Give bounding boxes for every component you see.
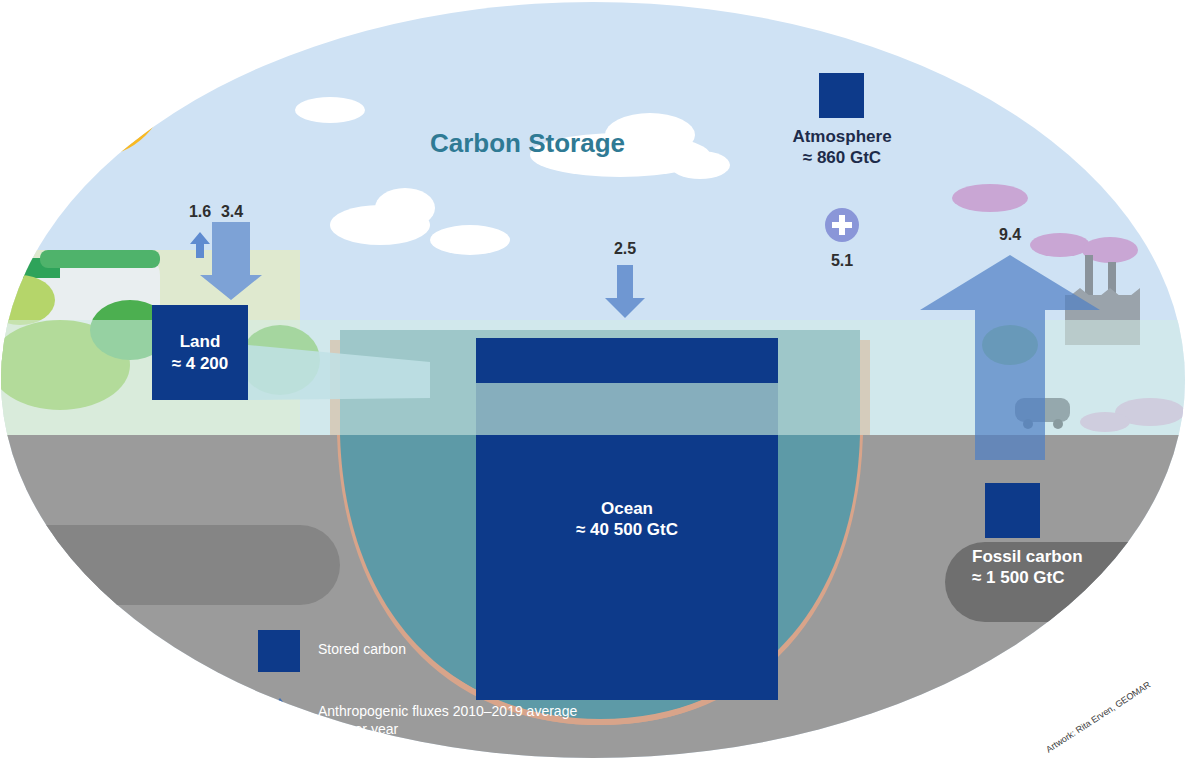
legend-arrow-sample (268, 698, 292, 740)
illustration-part (55, 45, 135, 125)
stored-carbon-square (819, 73, 864, 118)
flux-arrow (200, 222, 262, 300)
illustration-part (825, 208, 859, 242)
rock-layer (945, 542, 1186, 622)
illustration-part (375, 188, 435, 228)
illustration-part (40, 250, 160, 268)
illustration-part (0, 275, 55, 325)
ocean-store: Ocean ≈ 40 500 GtC (476, 338, 778, 700)
fossil-store: Fossil carbon ≈ 1 500 GtC (972, 483, 1122, 589)
flux-value: 9.4 (999, 226, 1021, 244)
legend-swatch (258, 630, 300, 672)
flux-value: 1.6 (189, 203, 211, 221)
sun (25, 15, 165, 155)
store-label: Ocean ≈ 40 500 GtC (562, 498, 692, 541)
legend-text: Stored carbon (318, 640, 518, 658)
flux-arrow (605, 265, 645, 318)
atmosphere-store: Atmosphere ≈ 860 GtC (767, 73, 917, 169)
illustration-part (295, 97, 365, 123)
artwork-credit: Artwork: Rita Erven, GEOMAR (1044, 679, 1152, 754)
store-label: Atmosphere ≈ 860 GtC (777, 126, 907, 169)
illustration-part (45, 35, 145, 135)
clouds (295, 97, 730, 255)
illustration-part (1030, 233, 1090, 257)
flux-value: 3.4 (221, 203, 243, 221)
diagram-title: Carbon Storage (430, 128, 625, 159)
rock-layer (0, 525, 340, 605)
illustration-part (670, 151, 730, 179)
legend-text: Anthropogenic fluxes 2010–2019 average G… (318, 702, 588, 738)
store-label: Land ≈ 4 200 (158, 331, 242, 374)
stored-carbon-square (985, 483, 1040, 538)
illustration-part (952, 184, 1028, 212)
plus-sign (825, 208, 859, 242)
flux-value: 5.1 (831, 252, 853, 270)
flux-arrow (190, 232, 210, 258)
flux-value: 2.5 (614, 240, 636, 258)
flux-arrow (920, 255, 1100, 460)
illustration-part (839, 215, 845, 235)
illustration-part (25, 15, 165, 155)
land-store: Land ≈ 4 200 (152, 305, 248, 400)
store-label: Fossil carbon ≈ 1 500 GtC (972, 546, 1117, 589)
illustration-part (430, 225, 510, 255)
illustration-part (35, 25, 155, 145)
